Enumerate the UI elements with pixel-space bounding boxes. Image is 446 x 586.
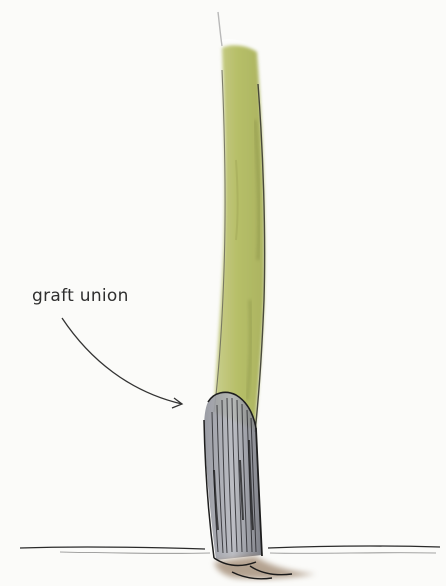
rootstock-stem [204,392,262,560]
scion-stem [214,12,265,432]
graft-union-label: graft union [32,286,129,306]
graft-union-arrow [62,318,182,408]
